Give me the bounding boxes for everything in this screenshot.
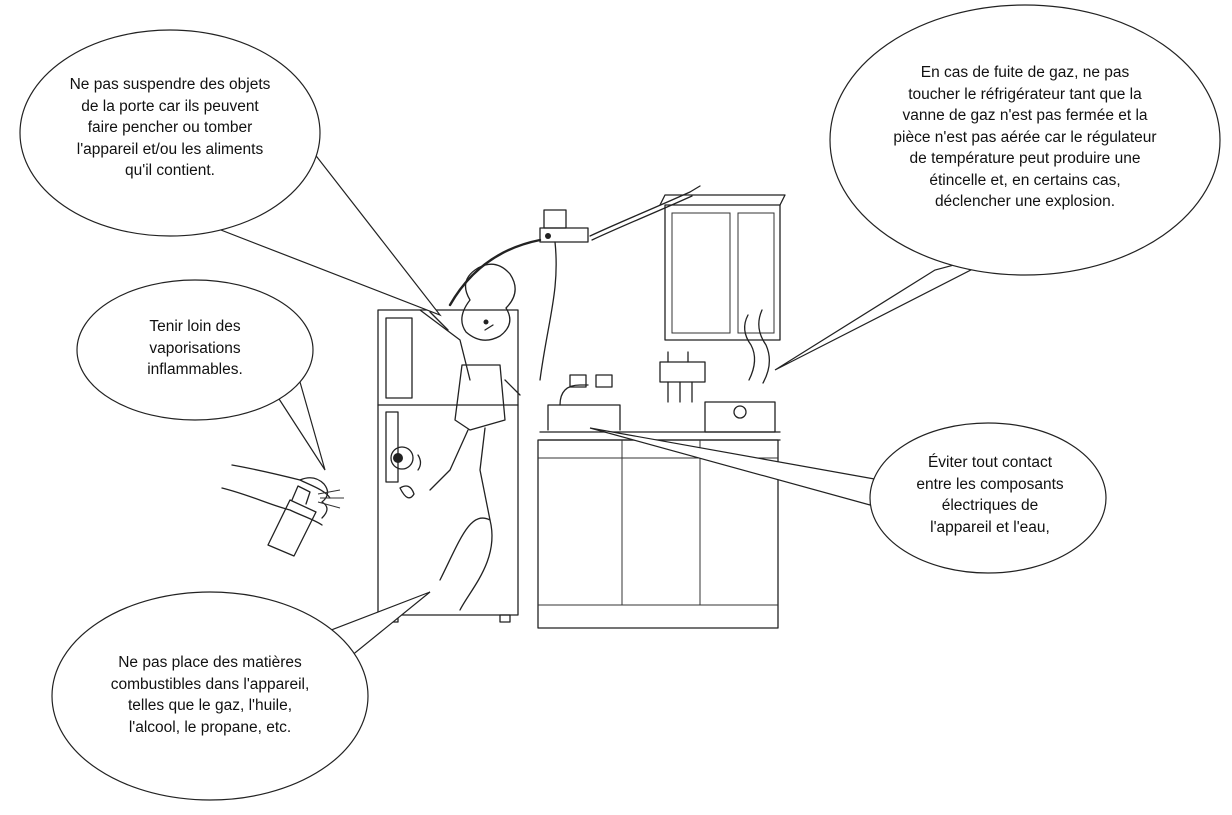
callout-line: l'alcool, le propane, etc. bbox=[70, 717, 350, 739]
callout-line: combustibles dans l'appareil, bbox=[70, 674, 350, 696]
kitchen-illustration bbox=[538, 186, 785, 628]
callout-line: vaporisations bbox=[105, 338, 285, 360]
child-climbing bbox=[420, 264, 520, 610]
callout-line: qu'il contient. bbox=[30, 160, 310, 182]
callout-line: En cas de fuite de gaz, ne pas bbox=[860, 62, 1190, 84]
callout-line: telles que le gaz, l'huile, bbox=[70, 695, 350, 717]
callout-line: Ne pas suspendre des objets bbox=[30, 74, 310, 96]
callout-gas-text: En cas de fuite de gaz, ne pas toucher l… bbox=[860, 62, 1190, 213]
callout-line: l'appareil et/ou les aliments bbox=[30, 139, 310, 161]
callout-line: électriques de bbox=[890, 495, 1090, 517]
callout-door-text: Ne pas suspendre des objets de la porte … bbox=[30, 74, 310, 182]
callout-line: Tenir loin des bbox=[105, 316, 285, 338]
callout-line: de la porte car ils peuvent bbox=[30, 96, 310, 118]
callout-line: inflammables. bbox=[105, 359, 285, 381]
callout-line: déclencher une explosion. bbox=[860, 191, 1190, 213]
callout-combustibles-text: Ne pas place des matières combustibles d… bbox=[70, 652, 350, 738]
callout-line: faire pencher ou tomber bbox=[30, 117, 310, 139]
spray-bottle-hand bbox=[222, 465, 344, 556]
callout-line: vanne de gaz n'est pas fermée et la bbox=[860, 105, 1190, 127]
callout-line: Ne pas place des matières bbox=[70, 652, 350, 674]
wall-socket bbox=[450, 210, 588, 380]
callout-line: de température peut produire une bbox=[860, 148, 1190, 170]
callout-spray-text: Tenir loin des vaporisations inflammable… bbox=[105, 316, 285, 381]
callout-line: étincelle et, en certains cas, bbox=[860, 170, 1190, 192]
callout-line: l'appareil et l'eau, bbox=[890, 517, 1090, 539]
callout-water-text: Éviter tout contact entre les composants… bbox=[890, 452, 1090, 538]
refrigerator bbox=[378, 310, 518, 622]
callout-line: Éviter tout contact bbox=[890, 452, 1090, 474]
callout-line: pièce n'est pas aérée car le régulateur bbox=[860, 127, 1190, 149]
callout-line: toucher le réfrigérateur tant que la bbox=[860, 84, 1190, 106]
callout-line: entre les composants bbox=[890, 474, 1090, 496]
